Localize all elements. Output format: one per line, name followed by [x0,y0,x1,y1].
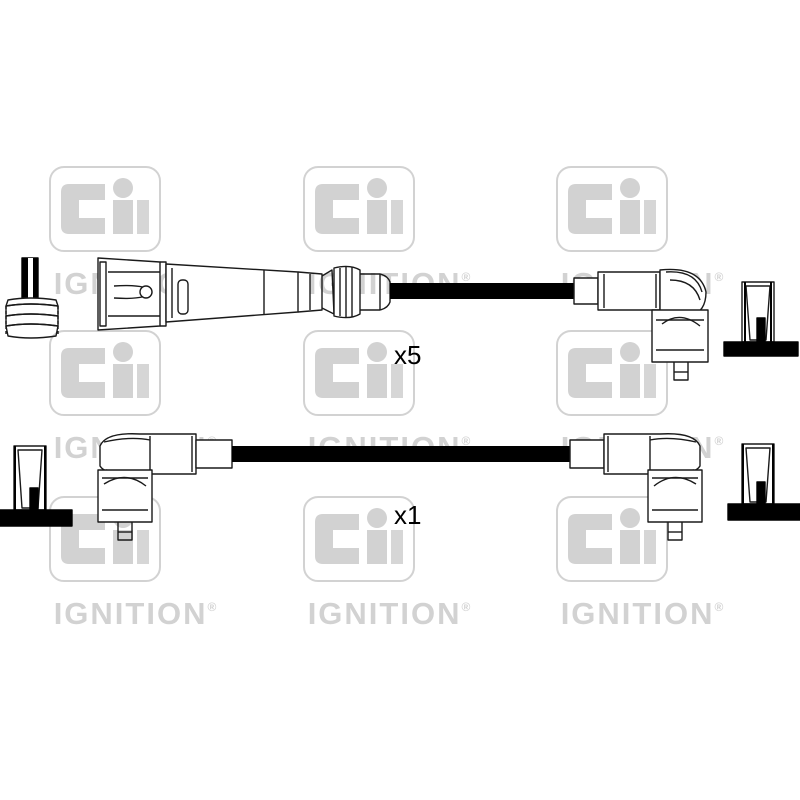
coil-terminal-icon [727,443,800,521]
spark-plug-terminal-icon [5,257,59,339]
ci-logo-watermark [49,166,161,252]
right-angle-boot-left [97,433,233,541]
ignition-watermark-text: IGNITION® [307,596,471,631]
ignition-watermark-text: IGNITION® [560,596,724,631]
ci-logo-watermark [556,166,668,252]
lead-2 [0,433,800,541]
ci-logo-watermark [49,330,161,416]
lead-cable [390,283,574,299]
ci-logo-watermark [556,496,668,582]
ci-logo-watermark [303,496,415,582]
lead-cable [232,446,570,462]
ignition-watermark-text: IGNITION® [53,596,217,631]
right-angle-boot-right [569,433,703,541]
quantity-label-lead-2: x1 [394,500,422,530]
ci-logo-watermark [556,330,668,416]
ci-logo-watermark [303,330,415,416]
quantity-label-lead-1: x5 [394,340,422,370]
ci-logo-watermark [303,166,415,252]
straight-boot [97,257,391,331]
coil-terminal-icon [723,281,799,357]
lead-1 [5,257,799,381]
right-angle-boot [573,268,709,381]
coil-terminal-icon [0,445,73,527]
